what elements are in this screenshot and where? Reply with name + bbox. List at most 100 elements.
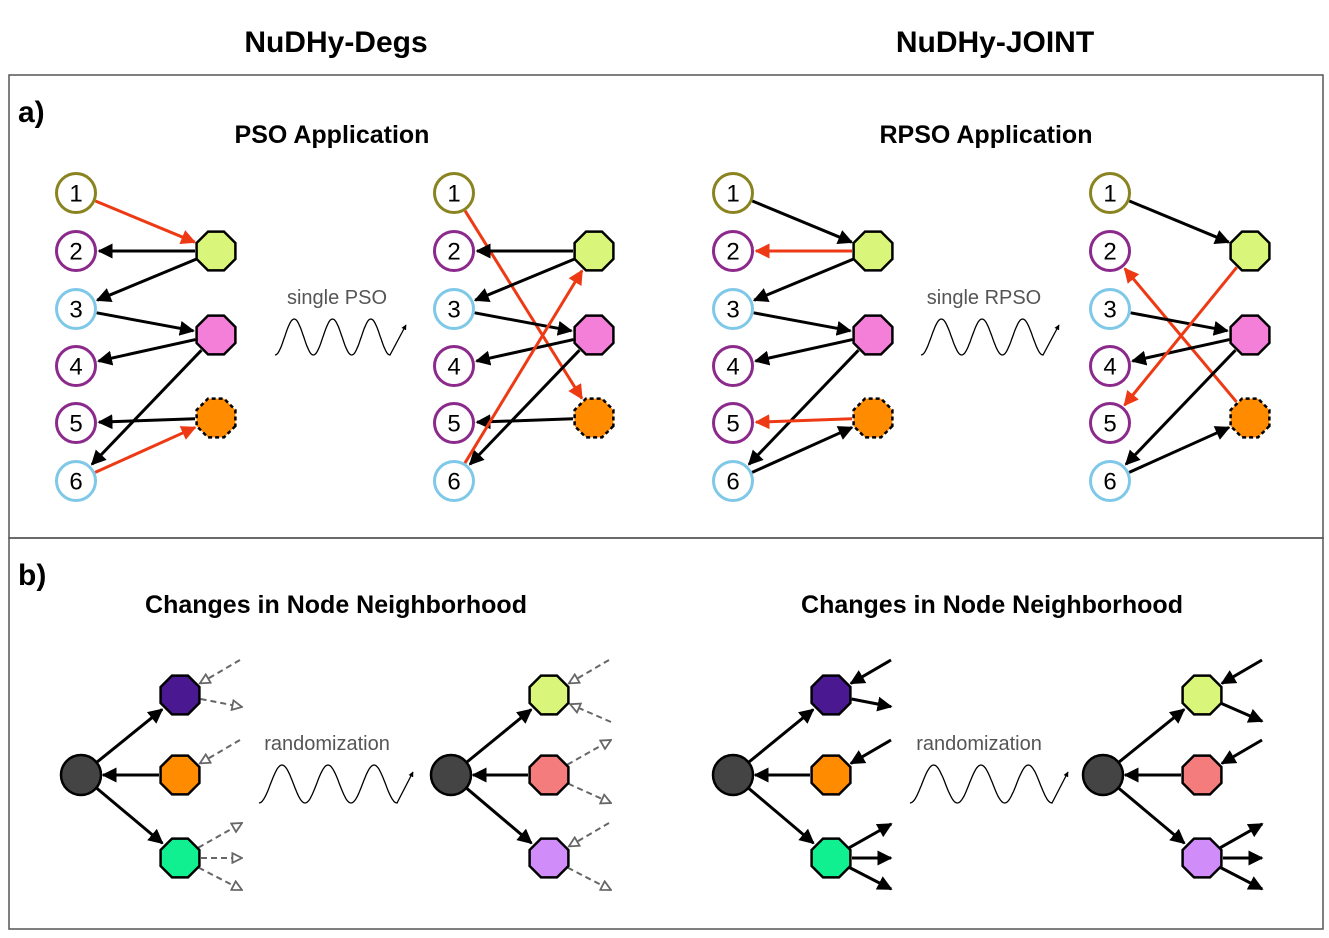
rpso-application-title: RPSO Application: [880, 121, 1093, 149]
rpso-before-edge-3: [753, 311, 852, 336]
rpso-before-node-4-label: 4: [726, 354, 739, 381]
rpso-after-node-2-label: 2: [1103, 239, 1116, 266]
pso-after-node-5-circle: [433, 402, 475, 444]
nbr-degs-after-edge-bot: [465, 786, 533, 845]
nbr-joint-before-hyperedge-1: [810, 674, 852, 716]
rpso-after-node-1-label: 1: [1103, 181, 1116, 208]
rpso-after-hyperedge-3: [1229, 397, 1271, 439]
pso-after-edge-7: [463, 269, 584, 464]
nbr-degs-after-stub-3: [567, 782, 611, 803]
nbr-degs-before-stub-0: [200, 659, 241, 683]
nbr-joint-before-stub-2: [849, 738, 892, 765]
pso-before-edge-2: [95, 257, 198, 302]
nbr-joint-before-edge-top: [747, 708, 815, 764]
pso-after-edge-0: [463, 210, 584, 400]
pso-after-node-1-circle: [433, 172, 475, 214]
pso-before-node-2-label: 2: [69, 239, 82, 266]
rpso-after-edge-0: [1128, 199, 1231, 244]
panel-a-tag: a): [18, 96, 45, 129]
nbr-degs-after-hyperedge-2: [528, 754, 570, 796]
single-pso-label: single PSO: [287, 287, 387, 309]
pso-before-edge-5: [90, 349, 203, 466]
pso-before-node-5-circle: [55, 402, 97, 444]
rpso-before-edge-7: [751, 426, 854, 474]
node-neighborhood-title-right: Changes in Node Neighborhood: [801, 591, 1183, 619]
pso-after-node-2-label: 2: [447, 239, 460, 266]
pso-after-node-5-label: 5: [447, 411, 460, 438]
rpso-before-hyperedge-2: [852, 314, 894, 356]
nbr-degs-after-stub-5: [567, 866, 611, 890]
nbr-degs-after-stub-4: [569, 822, 610, 846]
rpso-after-node-5-circle: [1089, 402, 1131, 444]
nbr-degs-before-hyperedge-1: [159, 674, 201, 716]
rpso-before-edge-2: [752, 257, 855, 302]
nbr-degs-before-edge-bot: [95, 786, 164, 845]
nbr-degs-after-hyperedge-3: [528, 837, 570, 879]
pso-before-hyperedge-2: [195, 314, 237, 356]
pso-before-node-1-circle: [55, 172, 97, 214]
rpso-before-node-3-label: 3: [726, 297, 739, 324]
nbr-joint-before-stub-3: [848, 822, 893, 849]
nbr-joint-after-stub-2: [1220, 738, 1263, 765]
pso-before-node-6-label: 6: [69, 469, 82, 496]
nbr-joint-after-stub-0: [1220, 658, 1263, 685]
nbr-joint-after-hyperedge-3: [1181, 837, 1223, 879]
pso-after-edge-4: [474, 338, 574, 366]
rpso-before-node-3-circle: [712, 288, 754, 330]
rpso-before-edge-5: [747, 349, 860, 466]
panel-b-frame: [8, 537, 1324, 930]
pso-before-node-6-circle: [55, 460, 97, 502]
rpso-before-edge-6: [754, 414, 853, 430]
rpso-after-node-3-label: 3: [1103, 297, 1116, 324]
pso-after-edge-5: [468, 349, 581, 466]
pso-after-node-4-label: 4: [447, 354, 460, 381]
rpso-before-node-6-label: 6: [726, 469, 739, 496]
nbr-joint-after-stub-5: [1219, 866, 1264, 891]
rpso-after-node-3-circle: [1089, 288, 1131, 330]
nbr-degs-after-hyperedge-1: [528, 674, 570, 716]
nbr-degs-before-hyperedge-2: [159, 754, 201, 796]
wave-single-rpso: [920, 318, 1060, 356]
rpso-after-node-1-circle: [1089, 172, 1131, 214]
pso-after-hyperedge-2: [573, 314, 615, 356]
rpso-after-hyperedge-1: [1229, 230, 1271, 272]
nbr-degs-after-stub-2: [566, 740, 611, 766]
nbr-degs-before-center-node: [59, 753, 103, 797]
rpso-before-node-5-label: 5: [726, 411, 739, 438]
pso-before-node-4-circle: [55, 345, 97, 387]
nbr-joint-after-stub-3: [1219, 822, 1264, 849]
wave-randomization-right: [909, 764, 1069, 804]
nbr-joint-before-edge-bot: [747, 786, 815, 845]
nbr-degs-after-edge-top: [465, 708, 533, 764]
rpso-before-hyperedge-1: [852, 230, 894, 272]
nbr-joint-after-edge-top: [1117, 708, 1186, 764]
rpso-after-hyperedge-2: [1229, 314, 1271, 356]
rpso-before-node-4-circle: [712, 345, 754, 387]
pso-after-node-4-circle: [433, 345, 475, 387]
title-nudhy-degs: NuDHy-Degs: [244, 26, 427, 59]
nbr-joint-before-hyperedge-2: [810, 754, 852, 796]
pso-after-hyperedge-3: [573, 397, 615, 439]
pso-after-node-2-circle: [433, 230, 475, 272]
pso-after-edge-3: [474, 311, 573, 336]
nbr-joint-before-hyperedge-3: [810, 837, 852, 879]
rpso-before-edge-4: [753, 338, 853, 366]
rpso-before-node-1-circle: [712, 172, 754, 214]
pso-after-node-3-circle: [433, 288, 475, 330]
rpso-after-edge-4: [1123, 266, 1238, 407]
nbr-degs-before-stub-1: [200, 698, 242, 707]
wave-randomization-left: [258, 764, 414, 804]
nbr-joint-after-hyperedge-1: [1181, 674, 1223, 716]
pso-before-hyperedge-1: [195, 230, 237, 272]
randomization-label-right: randomization: [916, 733, 1042, 755]
rpso-after-edge-2: [1130, 311, 1229, 336]
wave-single-pso: [274, 318, 407, 356]
pso-before-node-2-circle: [55, 230, 97, 272]
nbr-joint-before-stub-0: [849, 658, 892, 685]
pso-after-edge-6: [475, 414, 574, 430]
edges-layer: [90, 199, 1264, 891]
single-rpso-label: single RPSO: [927, 287, 1042, 309]
pso-before-node-5-label: 5: [69, 411, 82, 438]
pso-before-edge-7: [94, 426, 197, 474]
